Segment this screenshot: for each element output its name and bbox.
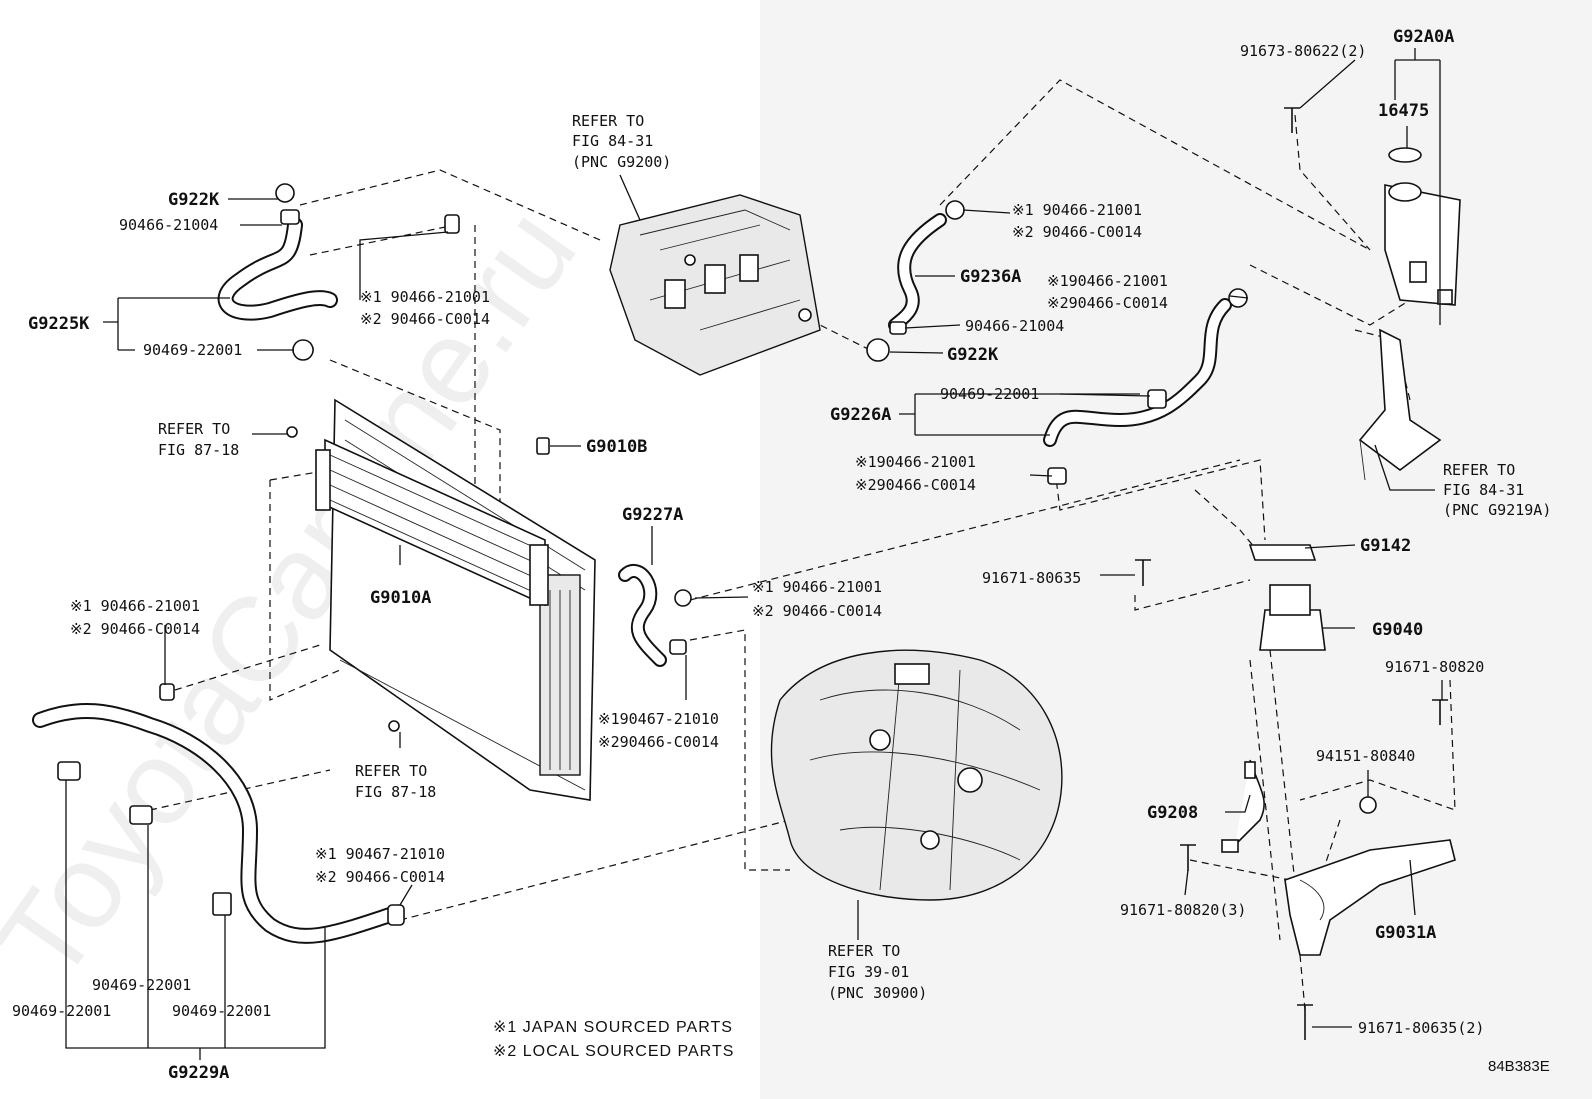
label-mark1-c: ※1 90466-21001 — [1012, 201, 1142, 219]
label-90469-22001-mid: 90469-22001 — [940, 385, 1039, 403]
oil-cooler-g9010a — [315, 438, 549, 607]
label-91671-80820: 91671-80820 — [1385, 658, 1484, 676]
leader-lines — [65, 48, 1443, 1060]
clamp-parts-left — [275, 183, 550, 732]
label-refer-8718-a1: REFER TO — [158, 420, 230, 438]
legend-note-2: ※2 LOCAL SOURCED PARTS — [493, 1043, 734, 1060]
legend-notes: ※1 JAPAN SOURCED PARTS ※2 LOCAL SOURCED … — [493, 1019, 734, 1060]
hose-g9225k — [217, 217, 338, 321]
label-g9227a: G9227A — [622, 505, 683, 525]
label-g9010a: G9010A — [370, 588, 431, 608]
label-refer-g9219a-2: FIG 84-31 — [1443, 481, 1524, 499]
label-mark1-e: ※190466-21001 — [855, 453, 976, 471]
background-panel-right — [760, 0, 1592, 1099]
hose-g9236a — [866, 200, 965, 362]
label-g92a0a: G92A0A — [1393, 27, 1454, 47]
label-g9031a: G9031A — [1375, 923, 1436, 943]
label-refer-3001-3: (PNC 30900) — [828, 984, 927, 1002]
label-91671-80635: 91671-80635 — [982, 569, 1081, 587]
label-90466-21004-mid: 90466-21004 — [965, 317, 1064, 335]
transaxle-assembly — [770, 649, 1063, 901]
hose-g9229a — [32, 683, 405, 944]
label-91671-80635-2: 91671-80635(2) — [1358, 1019, 1484, 1037]
label-90469-22001-top: 90469-22001 — [143, 341, 242, 359]
label-94151-80840: 94151-80840 — [1316, 747, 1415, 765]
label-90469-22001-b2: 90469-22001 — [12, 1002, 111, 1020]
label-mark2-a: ※2 90466-C0014 — [360, 310, 490, 328]
diagram-code: 84B383E — [1488, 1058, 1550, 1075]
label-g9236a: G9236A — [960, 267, 1021, 287]
label-g9225k: G9225K — [28, 314, 90, 334]
label-91673-80622: 91673-80622(2) — [1240, 42, 1366, 60]
label-16475: 16475 — [1378, 101, 1429, 121]
label-refer-g9200-2: FIG 84-31 — [572, 132, 653, 150]
bolts — [1135, 107, 1448, 1040]
label-mark2-d: ※290466-C0014 — [1047, 294, 1168, 312]
label-refer-g9219a-3: (PNC G9219A) — [1443, 501, 1551, 519]
label-refer-3001-1: REFER TO — [828, 942, 900, 960]
label-refer-8718-a2: FIG 87-18 — [158, 441, 239, 459]
label-refer-8718-b2: FIG 87-18 — [355, 783, 436, 801]
label-mark2-b: ※2 90466-C0014 — [70, 620, 200, 638]
label-g9142: G9142 — [1360, 536, 1411, 556]
label-refer-8718-b1: REFER TO — [355, 762, 427, 780]
label-mark1-h: ※1 90467-21010 — [315, 845, 445, 863]
label-mark1-d: ※190466-21001 — [1047, 272, 1168, 290]
label-mark1-a: ※1 90466-21001 — [360, 288, 490, 306]
reservoir-bracket — [1358, 328, 1442, 481]
label-g9208: G9208 — [1147, 803, 1198, 823]
label-90466-21004-left: 90466-21004 — [119, 216, 218, 234]
hose-g9227a — [618, 564, 692, 667]
label-refer-g9219a-1: REFER TO — [1443, 461, 1515, 479]
legend-note-1: ※1 JAPAN SOURCED PARTS — [493, 1019, 733, 1036]
label-refer-3001-2: FIG 39-01 — [828, 963, 909, 981]
inverter-assembly — [609, 194, 821, 376]
reservoir-tank — [1384, 147, 1461, 306]
label-mark2-g: ※290466-C0014 — [598, 733, 719, 751]
label-mark1-f: ※1 90466-21001 — [752, 578, 882, 596]
label-g9226a: G9226A — [830, 405, 891, 425]
label-g922k-mid: G922K — [947, 345, 999, 365]
label-mark2-c: ※2 90466-C0014 — [1012, 223, 1142, 241]
part-labels: G92A0A 91673-80622(2) 16475 REFER TO FIG… — [12, 27, 1551, 1083]
hose-g9226a — [1043, 288, 1248, 485]
label-90469-22001-b3: 90469-22001 — [172, 1002, 271, 1020]
label-g9010b: G9010B — [586, 437, 647, 457]
label-mark2-h: ※2 90466-C0014 — [315, 868, 445, 886]
label-refer-g9200-3: (PNC G9200) — [572, 153, 671, 171]
label-g9229a: G9229A — [168, 1063, 229, 1083]
label-mark2-e: ※290466-C0014 — [855, 476, 976, 494]
label-g9040: G9040 — [1372, 620, 1423, 640]
label-mark1-b: ※1 90466-21001 — [70, 597, 200, 615]
label-mark1-g: ※190467-21010 — [598, 710, 719, 728]
label-mark2-f: ※2 90466-C0014 — [752, 602, 882, 620]
pump-and-brackets — [1248, 544, 1456, 956]
label-91671-80820-3: 91671-80820(3) — [1120, 901, 1246, 919]
label-g922k-top: G922K — [168, 190, 220, 210]
label-refer-g9200-1: REFER TO — [572, 112, 644, 130]
label-90469-22001-b1: 90469-22001 — [92, 976, 191, 994]
